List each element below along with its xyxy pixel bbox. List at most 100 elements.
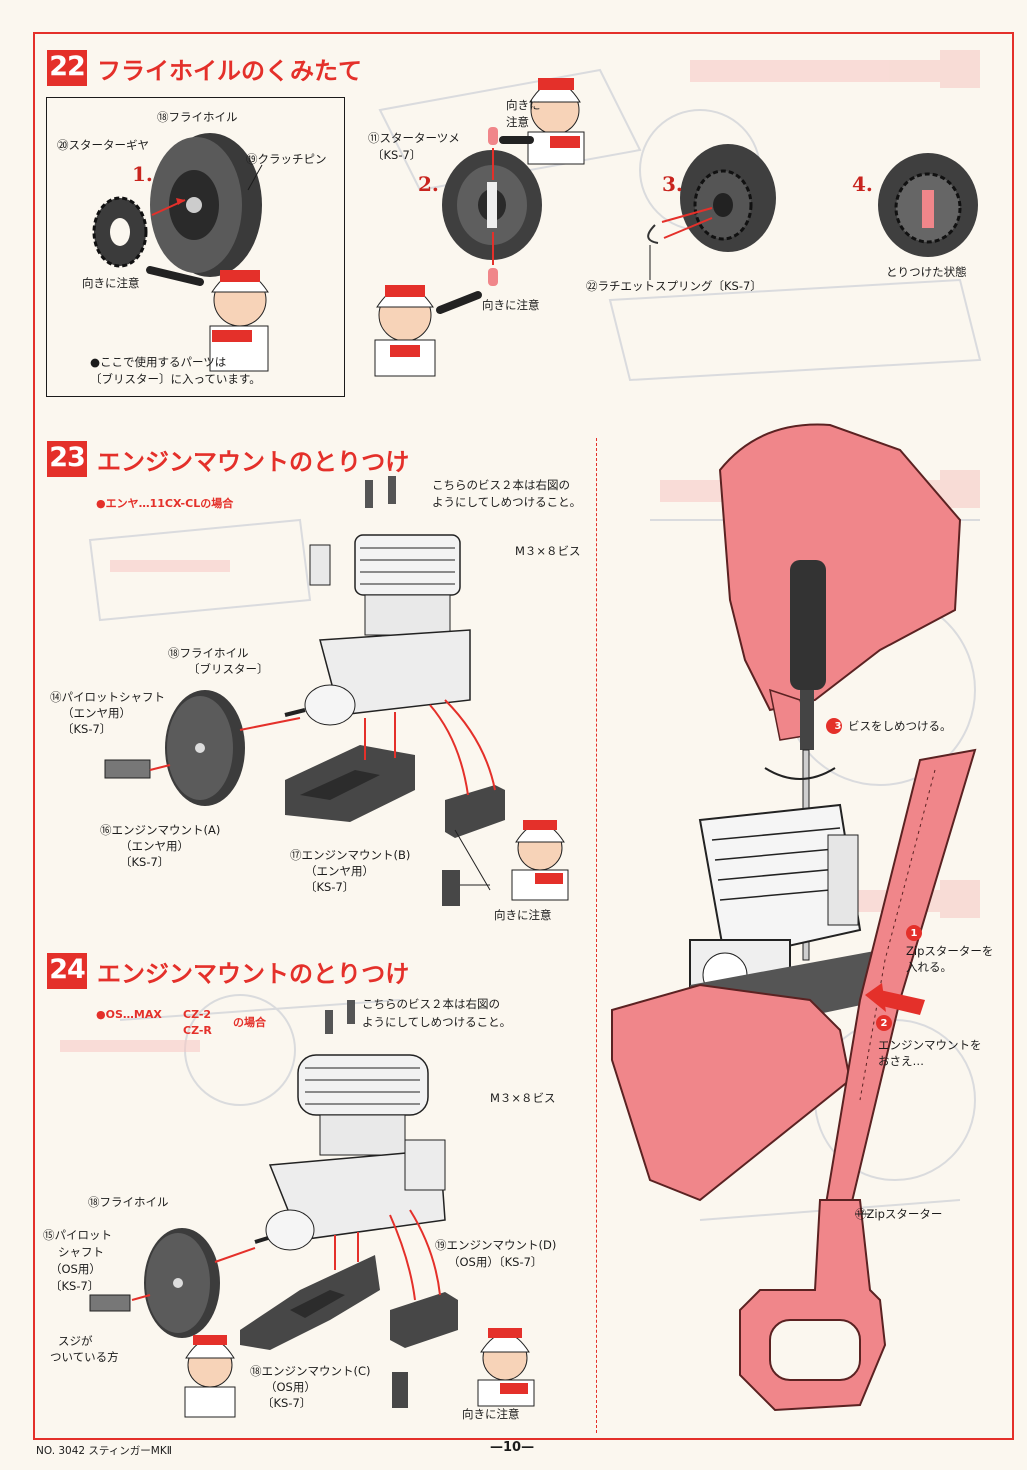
label-caution: 向きに注意	[462, 1407, 520, 1421]
page-number: —10—	[490, 1440, 535, 1455]
label-attached-state: とりつけた状態	[886, 265, 967, 279]
mascot-icon	[184, 1335, 236, 1418]
flywheel-icon	[165, 690, 245, 806]
label-mount-a-code: 〔KS-7〕	[120, 855, 170, 869]
flywheel-icon	[442, 150, 542, 260]
mount-b	[445, 785, 505, 838]
mount-d	[390, 1292, 458, 1348]
label-screw: M３×８ビス	[490, 1091, 556, 1105]
engine-icon	[284, 534, 471, 726]
mascot-icon	[511, 820, 569, 901]
section-title: エンジンマウントのとりつけ	[97, 959, 410, 988]
label-groove: スジが	[58, 1334, 93, 1348]
section-23-header: 23 エンジンマウントのとりつけ	[47, 441, 409, 477]
label-caution: 注意	[506, 115, 529, 129]
screw-note-line: こちらのビス２本は右図の	[362, 997, 500, 1011]
flywheel-icon	[150, 133, 262, 277]
step-4: 4.	[852, 172, 873, 196]
label-groove: ついている方	[50, 1350, 119, 1364]
step-3: 3.	[662, 172, 683, 196]
label-flywheel: ⑱フライホイル	[157, 110, 238, 124]
hand-icon	[718, 423, 962, 741]
mascot-icon	[477, 1328, 535, 1407]
mascot-icon	[527, 78, 585, 165]
engine-note-suffix: の場合	[233, 1016, 266, 1029]
mascot-icon	[374, 285, 436, 377]
flywheel-icon	[144, 1228, 220, 1338]
label-tighten-screw: ビスをしめつける。	[848, 719, 952, 733]
label-starter-gear: ⑳スターターギヤ	[57, 138, 149, 152]
step-1: 1.	[132, 162, 153, 186]
step-number-1: 1	[910, 928, 918, 939]
label-mount-a: ⑯エンジンマウント(A)	[100, 823, 221, 837]
flywheel-icon	[878, 153, 978, 257]
engine-note-model: CZ-2	[183, 1008, 212, 1021]
label-insert-zip: Zipスターターを	[906, 944, 994, 958]
label-insert-zip: 入れる。	[906, 960, 952, 974]
label-screw: M３×８ビス	[515, 544, 581, 558]
label-caution: 向きに注意	[494, 908, 552, 922]
flywheel-icon	[680, 144, 776, 252]
parts-note-line: 〔ブリスター〕に入っています。	[90, 372, 261, 386]
step-number-2: 2	[880, 1018, 888, 1029]
section-number: 22	[47, 50, 87, 86]
hand-icon	[611, 983, 852, 1202]
starter-gear-icon	[92, 196, 148, 268]
parts-note-line: ●ここで使用するパーツは	[90, 355, 227, 369]
label-mount-c: ⑱エンジンマウント(C)	[250, 1364, 371, 1378]
label-hold-mount: おさえ…	[878, 1054, 924, 1068]
label-mount-b-code: 〔KS-7〕	[305, 880, 355, 894]
label-mount-d-type: （OS用）〔KS-7〕	[448, 1255, 543, 1269]
label-mount-a-type: （エンヤ用）	[120, 839, 189, 853]
label-mount-c-code: 〔KS-7〕	[262, 1396, 312, 1410]
label-starter-claw-code: 〔KS-7〕	[372, 148, 422, 162]
page-frame	[33, 32, 1014, 1440]
label-caution: 向きに注意	[482, 298, 540, 312]
label-clutch-pin: ⑲クラッチピン	[246, 152, 327, 166]
label-caution: 向きに注意	[82, 276, 140, 290]
label-pilot-shaft-type: （エンヤ用）	[62, 706, 131, 720]
mascot-icon	[209, 270, 269, 372]
column-divider	[596, 438, 597, 1433]
engine-note: ●エンヤ…11CX-CLの場合	[96, 497, 234, 510]
label-pilot-shaft-code: 〔KS-7〕	[62, 722, 112, 736]
label-pilot-shaft: ⑭パイロットシャフト	[50, 690, 165, 704]
mount-c	[240, 1255, 380, 1350]
parts-note-box	[46, 97, 345, 397]
label-zip-starter: ⑰Zipスターター	[855, 1207, 943, 1221]
section-title: フライホイルのくみたて	[97, 56, 362, 85]
hand-icon	[146, 266, 204, 286]
label-pilot-shaft-type: （OS用）	[50, 1262, 101, 1276]
footer-model: NO. 3042 スティンガーMKⅡ	[36, 1445, 172, 1457]
label-mount-c-type: （OS用）	[265, 1380, 316, 1394]
label-mount-b-type: （エンヤ用）	[305, 864, 374, 878]
label-caution: 向きに	[506, 98, 541, 112]
label-flywheel-code: 〔ブリスター〕	[188, 662, 269, 676]
zip-starter-icon	[739, 748, 977, 1412]
step-2: 2.	[418, 172, 439, 196]
engine-note: ●OS…MAX	[96, 1008, 162, 1021]
label-hold-mount: エンジンマウントを	[878, 1038, 982, 1052]
section-number: 24	[47, 953, 87, 989]
label-pilot-shaft: ⑮パイロット	[43, 1228, 112, 1242]
section-number: 23	[47, 441, 87, 477]
label-ratchet-spring: ㉒ラチエットスプリング〔KS-7〕	[586, 279, 762, 293]
label-flywheel: ⑱フライホイル	[88, 1195, 169, 1209]
label-pilot-shaft-line: シャフト	[58, 1245, 104, 1259]
screw-note-line: こちらのビス２本は右図の	[432, 478, 570, 492]
section-22-header: 22 フライホイルのくみたて	[47, 50, 362, 86]
label-pilot-shaft-code: 〔KS-7〕	[50, 1279, 100, 1293]
section-24-header: 24 エンジンマウントのとりつけ	[47, 953, 409, 989]
mount-a	[285, 745, 415, 822]
label-starter-claw: ⑪スターターツメ	[368, 131, 460, 145]
label-flywheel: ⑱フライホイル	[168, 646, 249, 660]
label-mount-b: ⑰エンジンマウント(B)	[290, 848, 411, 862]
hand-icon	[436, 291, 482, 314]
engine-icon	[254, 1054, 446, 1251]
screw-note-line: ようにしてしめつけること。	[362, 1015, 512, 1029]
engine-note-model: CZ-R	[183, 1024, 212, 1037]
